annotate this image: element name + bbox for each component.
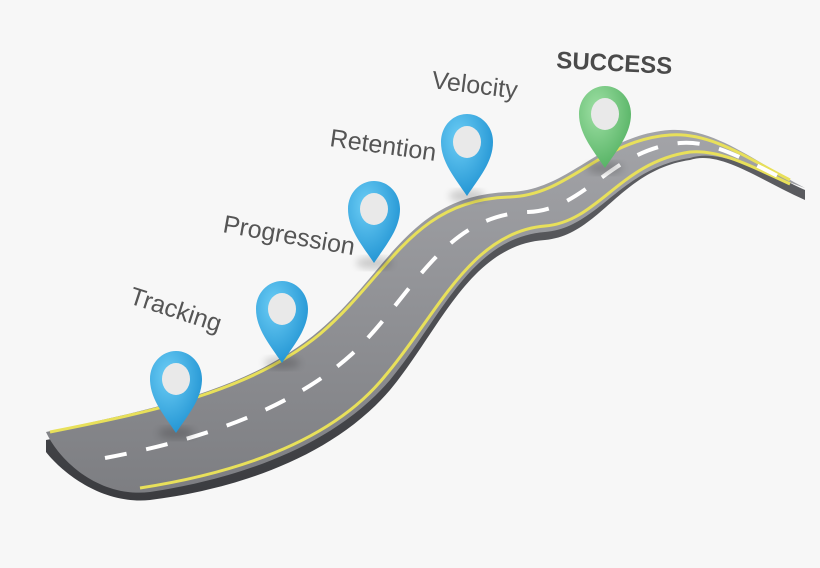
map-pin-icon-velocity	[441, 114, 493, 202]
label-success: SUCCESS	[556, 47, 673, 80]
label-velocity: Velocity	[430, 66, 519, 104]
map-pin-icon-progression	[256, 281, 308, 369]
road-center-line	[104, 140, 791, 460]
road-surface	[46, 129, 805, 493]
label-progression: Progression	[221, 210, 357, 261]
label-tracking: Tracking	[126, 282, 225, 338]
road-edge-line-bottom	[139, 150, 791, 490]
road-edge-line-top	[49, 133, 791, 434]
label-retention: Retention	[328, 124, 438, 167]
map-pin-icon-tracking	[150, 351, 202, 439]
map-pin-icon-retention	[348, 181, 400, 269]
map-pin-icon-success	[579, 86, 631, 174]
